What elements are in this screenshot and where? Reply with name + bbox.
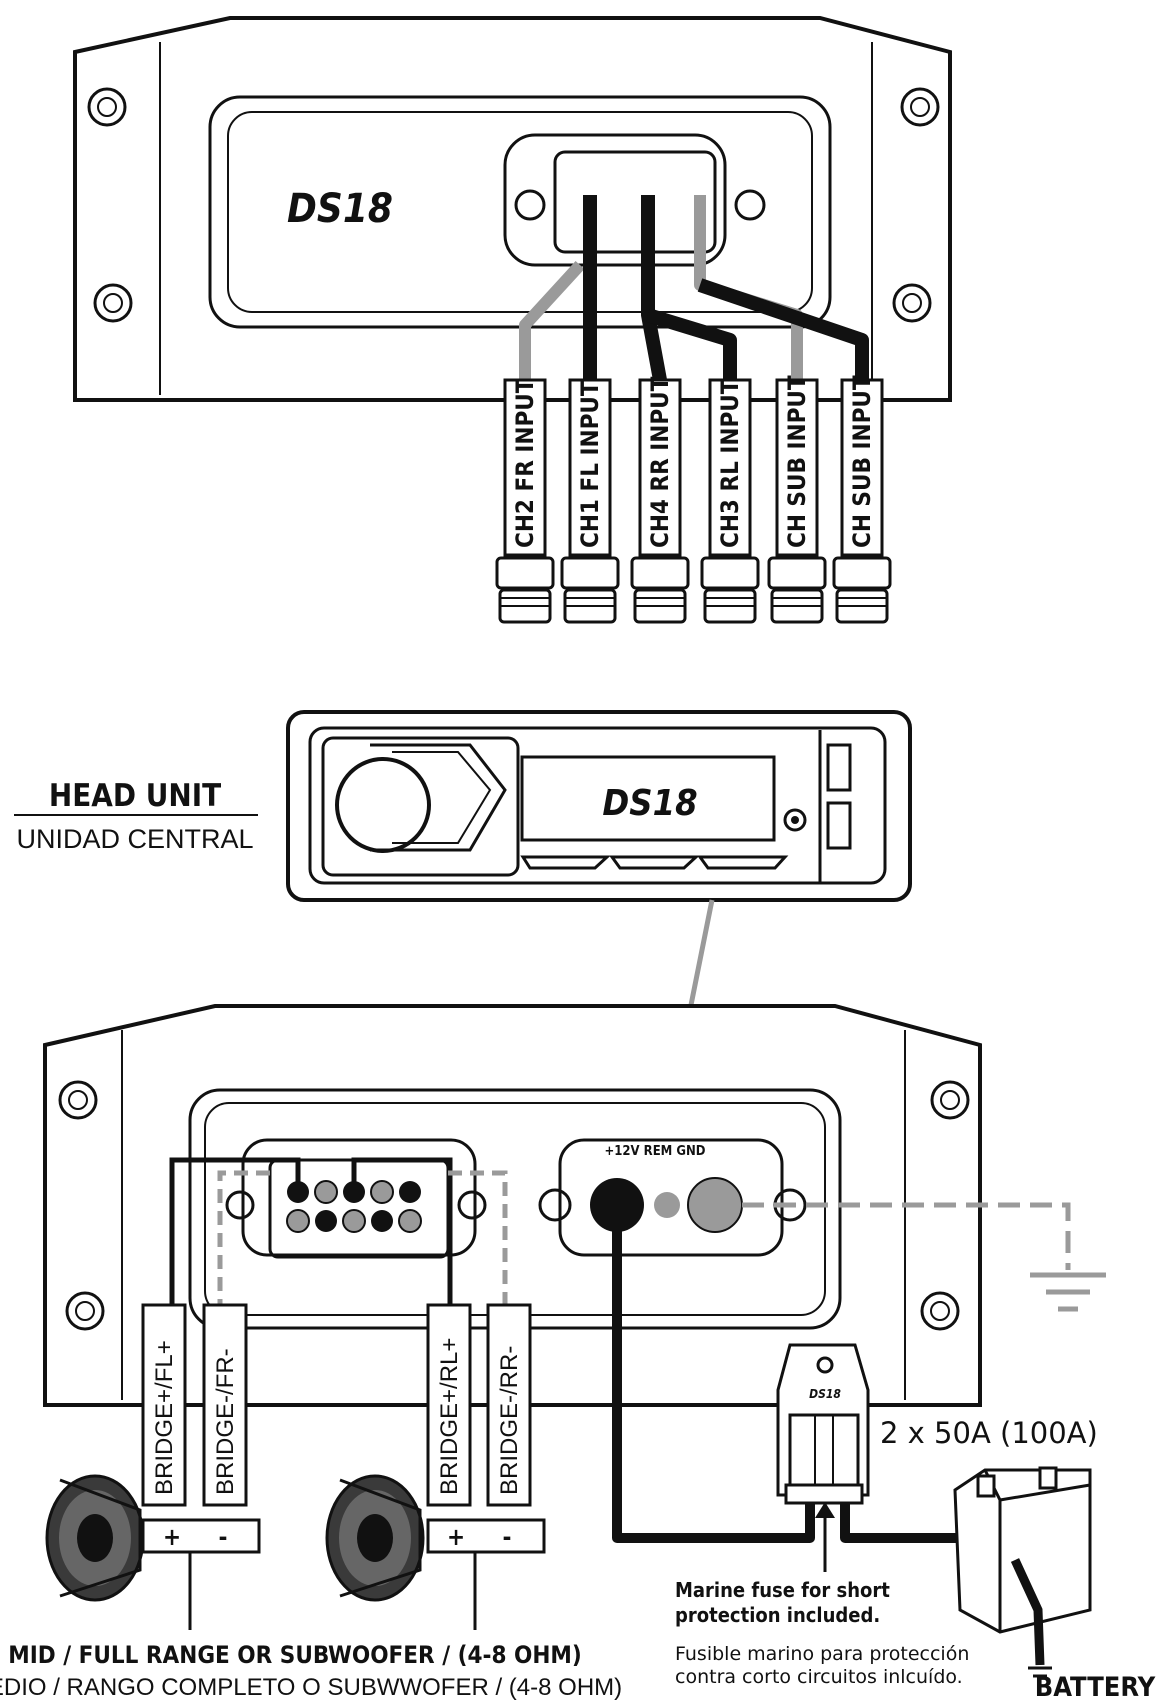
mounting-hole [900,87,940,127]
head-unit: DS18 [286,710,912,902]
speaker-icon [325,1474,477,1630]
speaker-wires [169,1157,508,1305]
mounting-hole [58,1080,98,1120]
battery-label: BATTERY [1035,1672,1156,1701]
fuse-pointer-arrow [815,1502,835,1572]
terminal-sign-minus: - [503,1523,512,1551]
rca-label-ch-sub-2: CH SUB INPUT [848,375,876,548]
rca-jack: CH SUB INPUT [832,375,892,624]
fuse-logo: DS18 [809,1387,841,1401]
power-wire [612,1205,815,1543]
terminal-label-bridge-fr-minus: BRIDGE-/FR- [212,1348,239,1495]
rca-label-ch1-fl: CH1 FL INPUT [576,381,604,548]
head-unit-logo: DS18 [602,783,697,824]
power-terminal-label: +12V REM GND [604,1144,705,1159]
terminal-strip: BRIDGE+/RL+ BRIDGE-/RR- + - [426,1303,546,1554]
battery-icon [953,1466,1092,1678]
ground-icon [1030,1272,1106,1312]
rca-jack: CH SUB INPUT [767,375,827,624]
speaker-caption-es: MEDIO / RANGO COMPLETO O SUBWWOFER / (4-… [0,1674,622,1701]
rca-jack: CH3 RL INPUT [700,378,760,624]
rca-label-ch4-rr: CH4 RR INPUT [646,376,674,548]
ground-terminal [687,1177,743,1233]
terminal-strip: BRIDGE+/FL+ BRIDGE-/FR- + - [141,1303,261,1554]
rca-jack: CH1 FL INPUT [560,378,620,624]
input-cables [519,195,869,382]
fuse-note-es-line1: Fusible marino para protección [675,1643,969,1665]
fuse-rating: 2 x 50A (100A) [880,1416,1098,1450]
top-amp-logo: DS18 [287,186,393,232]
ground-wire [742,1202,1071,1270]
rca-jack: CH4 RR INPUT [630,376,690,624]
terminal-sign-minus: - [219,1523,228,1551]
speaker-icon [45,1474,192,1630]
rca-jack: CH2 FR INPUT [495,378,555,624]
head-unit-label: HEAD UNIT UNIDAD CENTRAL [14,778,258,854]
mounting-hole [930,1080,970,1120]
rca-label-ch3-rl: CH3 RL INPUT [716,379,744,548]
rca-label-ch-sub-1: CH SUB INPUT [783,375,811,548]
rca-jack-group: CH2 FR INPUT CH1 FL INPUT CH4 RR INPUT C… [495,375,892,624]
terminal-label-bridge-rr-minus: BRIDGE-/RR- [496,1346,523,1495]
terminal-sign-plus: + [447,1523,465,1551]
mounting-hole [87,87,127,127]
terminal-label-bridge-fl-plus: BRIDGE+/FL+ [151,1340,178,1495]
power-connector: +12V REM GND [538,1138,807,1257]
fuse-note-es-line2: contra corto circuitos inlcuído. [675,1666,963,1688]
rca-label-ch2-fr: CH2 FR INPUT [511,378,539,548]
fuse-note-en-line2: protection included. [675,1603,880,1627]
mounting-hole [65,1291,105,1331]
terminal-label-bridge-rl-plus: BRIDGE+/RL+ [436,1338,463,1495]
head-unit-title: HEAD UNIT [49,778,221,814]
terminal-sign-plus: + [163,1523,181,1551]
mounting-hole [892,283,932,323]
fuse-holder: DS18 [776,1343,870,1505]
head-unit-subtitle: UNIDAD CENTRAL [16,824,253,854]
speaker-terminal-blocks: BRIDGE+/FL+ BRIDGE-/FR- + - BRIDGE+/RL+ … [141,1303,546,1554]
mounting-hole [920,1291,960,1331]
remote-terminal [654,1192,680,1218]
mounting-hole [93,283,133,323]
display-screen [520,755,776,842]
top-amplifier: DS18 [73,16,952,402]
fuse-note-en-line1: Marine fuse for short [675,1578,890,1602]
battery-wire [840,1500,985,1543]
speaker-caption-en: MID / FULL RANGE OR SUBWOOFER / (4-8 OHM… [8,1641,582,1669]
